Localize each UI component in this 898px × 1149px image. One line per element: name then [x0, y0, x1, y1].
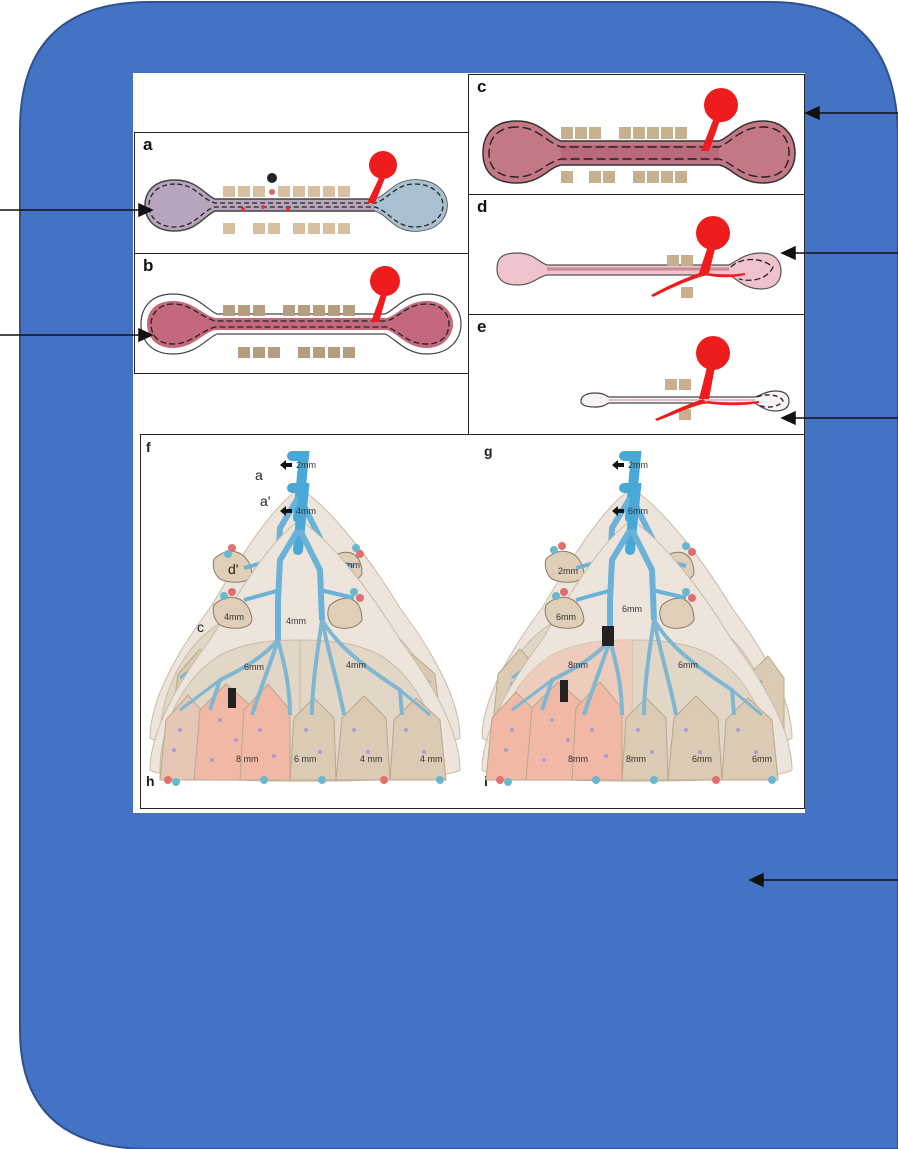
panel-b-drawing [135, 254, 470, 374]
i-branch-label: 8mm [568, 660, 588, 670]
capillaries-bottom-c [561, 171, 687, 183]
red-dot [269, 189, 275, 195]
panel-c-drawing [469, 75, 805, 195]
obstruction-block-upper [602, 626, 614, 646]
h-bottom-2: 4 mm [360, 754, 383, 764]
i-stem-label: 6mm [622, 604, 642, 614]
h-bottom-3: 4 mm [420, 754, 443, 764]
h-top-size: 4mm [296, 506, 316, 516]
h-bottom-0: 8 mm [236, 754, 259, 764]
panel-c: c [468, 74, 805, 195]
i-top-size: 6mm [628, 506, 648, 516]
panel-d-drawing [469, 195, 805, 315]
h-branch-right-label: 4mm [346, 660, 366, 670]
artery-head-e [696, 336, 730, 370]
capillaries-top [223, 186, 350, 197]
artery-head-d [696, 216, 730, 250]
artery-head-b [370, 266, 400, 296]
capillaries-top-c [561, 127, 687, 139]
h-bottom-1: 6 mm [294, 754, 317, 764]
artery-head-c [704, 88, 738, 122]
panel-e: e [468, 314, 805, 435]
i-bottom-2: 6mm [692, 754, 712, 764]
artery-head-a [369, 151, 397, 179]
vessel-d [497, 253, 781, 289]
i-bottom-0: 8mm [568, 754, 588, 764]
capillaries-bottom-b [238, 347, 355, 358]
panel-e-drawing [469, 315, 805, 435]
tree-panels-hi: 4mm 4mm 4mm 6mm 4mm 8 mm 6 mm 4 mm 4 mm [140, 776, 805, 777]
vessel-right [375, 180, 447, 231]
panel-d: d [468, 194, 805, 315]
artery-stem-e [699, 367, 715, 399]
obstruction-block [228, 688, 236, 708]
panel-a: a [134, 132, 470, 254]
right-lobe-h [328, 598, 362, 628]
capillaries-d [667, 255, 693, 298]
right-lobe-i [660, 598, 694, 628]
i-bottom-3: 6mm [752, 754, 772, 764]
capillaries-top-b [223, 305, 355, 316]
panel-b: b [134, 253, 470, 374]
h-left-lobe-label: 4mm [224, 612, 244, 622]
i-left-lobe-label: 6mm [556, 612, 576, 622]
obstruction-block-lower [560, 680, 568, 702]
i-bottom-1: 8mm [626, 754, 646, 764]
i-branch-right-label: 6mm [678, 660, 698, 670]
h-branch-label: 6mm [244, 662, 264, 672]
h-stem-label: 4mm [286, 616, 306, 626]
panel-a-drawing [135, 133, 470, 254]
capillaries-bottom [223, 223, 350, 234]
black-dot [267, 173, 277, 183]
